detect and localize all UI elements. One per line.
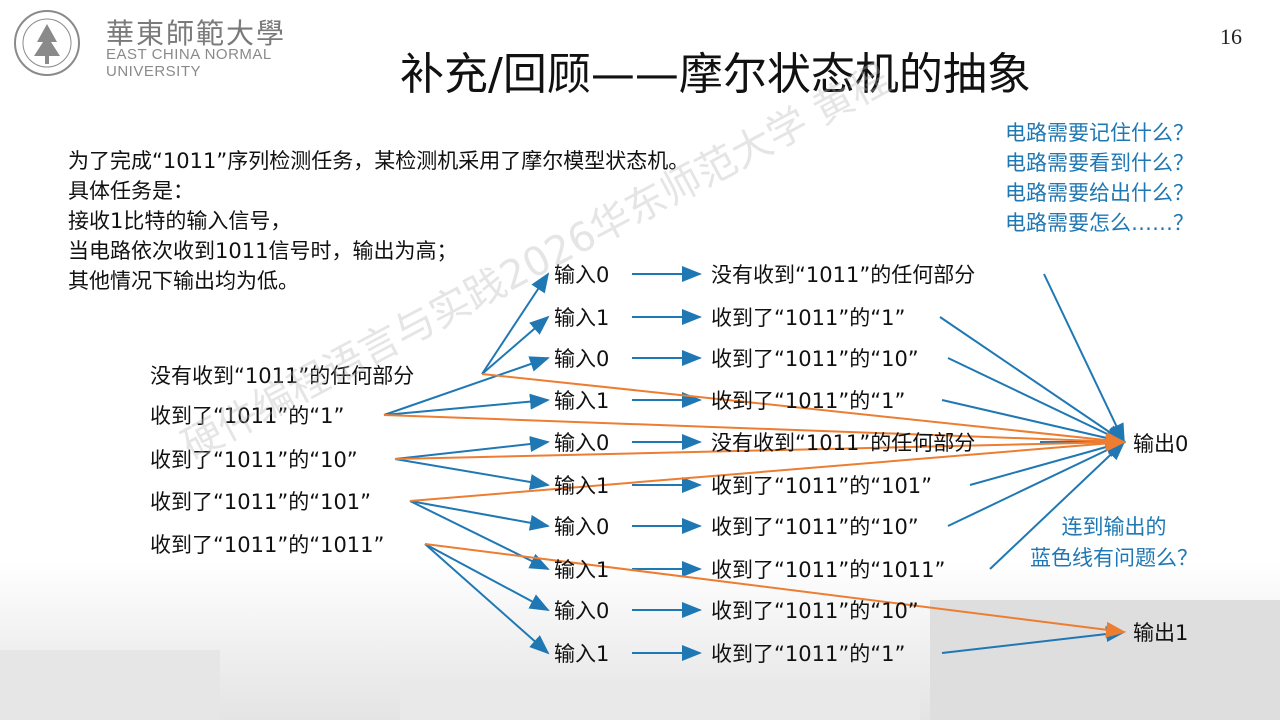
input-label: 输入1 [554, 557, 609, 583]
output-line [1044, 274, 1124, 442]
output-1-label: 输出1 [1133, 620, 1188, 646]
next-state-label: 收到了“1011”的“101” [711, 473, 932, 499]
output-line [942, 632, 1124, 653]
transition-line [410, 501, 548, 526]
next-state-label: 没有收到“1011”的任何部分 [711, 262, 975, 288]
note-line: 连到输出的 [1030, 512, 1198, 543]
input-label: 输入1 [554, 305, 609, 331]
output-0-label: 输出0 [1133, 431, 1188, 457]
input-label: 输入0 [554, 514, 609, 540]
next-state-label: 收到了“1011”的“1” [711, 305, 905, 331]
input-label: 输入1 [554, 641, 609, 667]
input-label: 输入0 [554, 346, 609, 372]
next-state-label: 没有收到“1011”的任何部分 [711, 430, 975, 456]
note-line: 蓝色线有问题么？ [1030, 543, 1198, 574]
transition-line [425, 544, 548, 610]
input-label: 输入1 [554, 388, 609, 414]
next-state-label: 收到了“1011”的“1011” [711, 557, 945, 583]
state-label: 收到了“1011”的“10” [150, 447, 358, 473]
input-label: 输入1 [554, 473, 609, 499]
next-state-label: 收到了“1011”的“10” [711, 514, 919, 540]
input-label: 输入0 [554, 430, 609, 456]
transition-line [410, 501, 548, 569]
state-label: 收到了“1011”的“101” [150, 489, 371, 515]
next-state-label: 收到了“1011”的“10” [711, 598, 919, 624]
output-line [940, 317, 1124, 442]
next-state-label: 收到了“1011”的“1” [711, 641, 905, 667]
input-label: 输入0 [554, 598, 609, 624]
note-text: 连到输出的 蓝色线有问题么？ [1030, 512, 1198, 574]
transition-line [395, 459, 548, 485]
state-label: 收到了“1011”的“1011” [150, 532, 384, 558]
next-state-label: 收到了“1011”的“1” [711, 388, 905, 414]
next-state-label: 收到了“1011”的“10” [711, 346, 919, 372]
